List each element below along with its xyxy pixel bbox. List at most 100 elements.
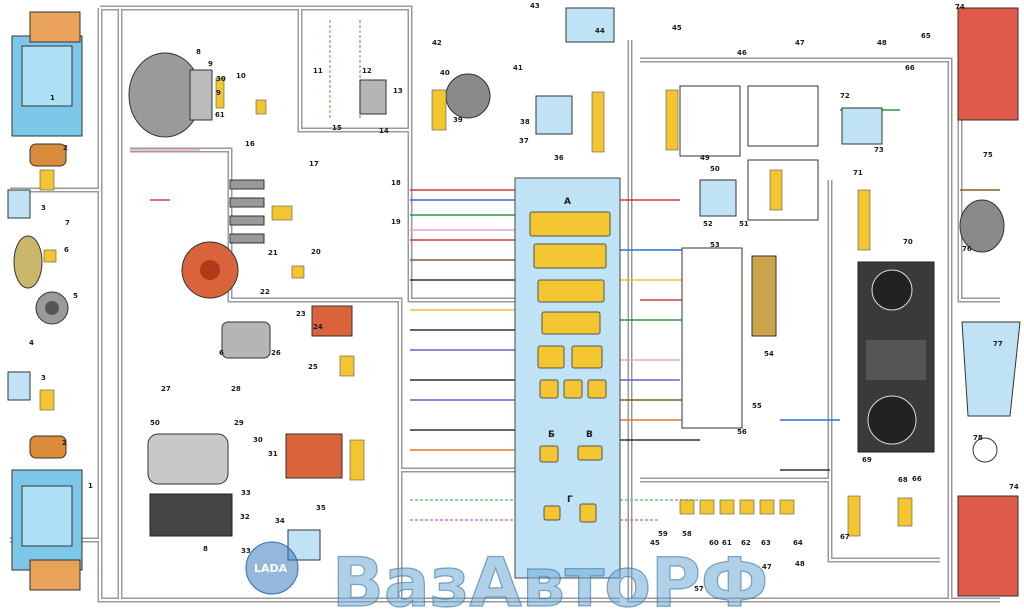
component-number-1: 1 xyxy=(88,482,93,490)
component-number-69: 69 xyxy=(862,456,872,464)
wiper-motor-front xyxy=(445,73,491,119)
horn xyxy=(35,291,69,325)
component-number-9: 9 xyxy=(216,89,221,97)
side-repeater-left xyxy=(7,189,31,219)
rear-light-top xyxy=(957,7,1019,121)
block-label-v: В xyxy=(586,430,593,440)
component-number-74: 74 xyxy=(955,3,965,11)
component-number-71: 71 xyxy=(853,169,863,177)
heater-fan-switch xyxy=(565,7,615,43)
fuel-level-sensor xyxy=(972,437,998,463)
spark-plugs xyxy=(229,179,265,244)
relay-24 xyxy=(311,305,353,337)
component-number-2: 2 xyxy=(62,439,67,447)
starter xyxy=(147,433,229,485)
component-number-55: 55 xyxy=(752,402,762,410)
component-number-14: 14 xyxy=(379,127,389,135)
component-number-72: 72 xyxy=(840,92,850,100)
fog-lamp-right xyxy=(29,435,67,459)
component-number-56: 56 xyxy=(737,428,747,436)
front-right-headlamp xyxy=(11,469,83,591)
component-number-39: 39 xyxy=(453,116,463,124)
watermark-brand: LADA xyxy=(254,562,288,575)
switch-54 xyxy=(751,255,777,337)
front-left-headlamp xyxy=(11,11,83,137)
component-number-53: 53 xyxy=(710,241,720,249)
fog-lamp-left xyxy=(29,143,67,167)
component-number-52: 52 xyxy=(703,220,713,228)
component-number-64: 64 xyxy=(793,539,803,547)
relay-block-50 xyxy=(747,85,819,147)
battery xyxy=(149,493,233,537)
component-number-57: 57 xyxy=(694,585,704,593)
ignition-switch xyxy=(679,85,741,157)
component-number-23: 23 xyxy=(296,310,306,318)
component-number-49: 49 xyxy=(700,154,710,162)
cooling-fan xyxy=(13,235,43,289)
component-number-15: 15 xyxy=(332,124,342,132)
component-number-43: 43 xyxy=(530,2,540,10)
component-number-25: 25 xyxy=(308,363,318,371)
component-number-18: 18 xyxy=(391,179,401,187)
component-number-76: 76 xyxy=(962,245,972,253)
component-number-20: 20 xyxy=(311,248,321,256)
component-number-10: 10 xyxy=(236,72,246,80)
component-number-70: 70 xyxy=(903,238,913,246)
component-number-8: 8 xyxy=(196,48,201,56)
relay-52 xyxy=(699,179,737,217)
component-number-66: 66 xyxy=(912,475,922,483)
component-number-29: 29 xyxy=(234,419,244,427)
component-number-1: 1 xyxy=(50,94,55,102)
component-number-2: 2 xyxy=(63,144,68,152)
component-number-46: 46 xyxy=(737,49,747,57)
component-number-50: 50 xyxy=(710,165,720,173)
rear-wiper-motor xyxy=(959,199,1005,253)
component-number-30: 30 xyxy=(253,436,263,444)
component-number-7: 7 xyxy=(65,219,70,227)
component-number-45: 45 xyxy=(672,24,682,32)
component-number-32: 32 xyxy=(240,513,250,521)
component-number-9: 9 xyxy=(208,60,213,68)
relay-block-51 xyxy=(747,159,819,221)
component-number-77: 77 xyxy=(993,340,1003,348)
component-number-66: 66 xyxy=(905,64,915,72)
component-number-19: 19 xyxy=(391,218,401,226)
component-number-17: 17 xyxy=(309,160,319,168)
component-number-5: 5 xyxy=(73,292,78,300)
component-number-73: 73 xyxy=(874,146,884,154)
component-number-41: 41 xyxy=(513,64,523,72)
component-number-26: 26 xyxy=(271,349,281,357)
component-number-31: 31 xyxy=(268,450,278,458)
component-number-24: 24 xyxy=(313,323,323,331)
component-number-65: 65 xyxy=(921,32,931,40)
block-label-g: Г xyxy=(567,495,573,505)
component-number-16: 16 xyxy=(245,140,255,148)
relay-31 xyxy=(285,433,343,479)
alternator xyxy=(128,52,213,138)
component-number-28: 28 xyxy=(231,385,241,393)
component-number-22: 22 xyxy=(260,288,270,296)
mounting-block: А Б В Г xyxy=(514,177,621,579)
component-number-6: 6 xyxy=(64,246,69,254)
component-number-47: 47 xyxy=(795,39,805,47)
component-number-8: 8 xyxy=(203,545,208,553)
component-number-36: 36 xyxy=(554,154,564,162)
component-number-42: 42 xyxy=(432,39,442,47)
rear-window-heater xyxy=(961,321,1021,417)
component-number-3: 3 xyxy=(41,204,46,212)
component-number-58: 58 xyxy=(682,530,692,538)
watermark-text: ВазАвтоРФ xyxy=(332,544,768,614)
component-number-33: 33 xyxy=(241,547,251,555)
instrument-cluster xyxy=(857,261,935,453)
component-number-40: 40 xyxy=(440,69,450,77)
component-number-30: 30 xyxy=(216,75,226,83)
component-number-78: 78 xyxy=(973,434,983,442)
component-number-62: 62 xyxy=(741,539,751,547)
component-number-60: 60 xyxy=(709,539,719,547)
washer-pump xyxy=(359,79,387,115)
ignition-distributor xyxy=(181,241,239,299)
component-number-4: 4 xyxy=(29,339,34,347)
component-number-47: 47 xyxy=(762,563,772,571)
